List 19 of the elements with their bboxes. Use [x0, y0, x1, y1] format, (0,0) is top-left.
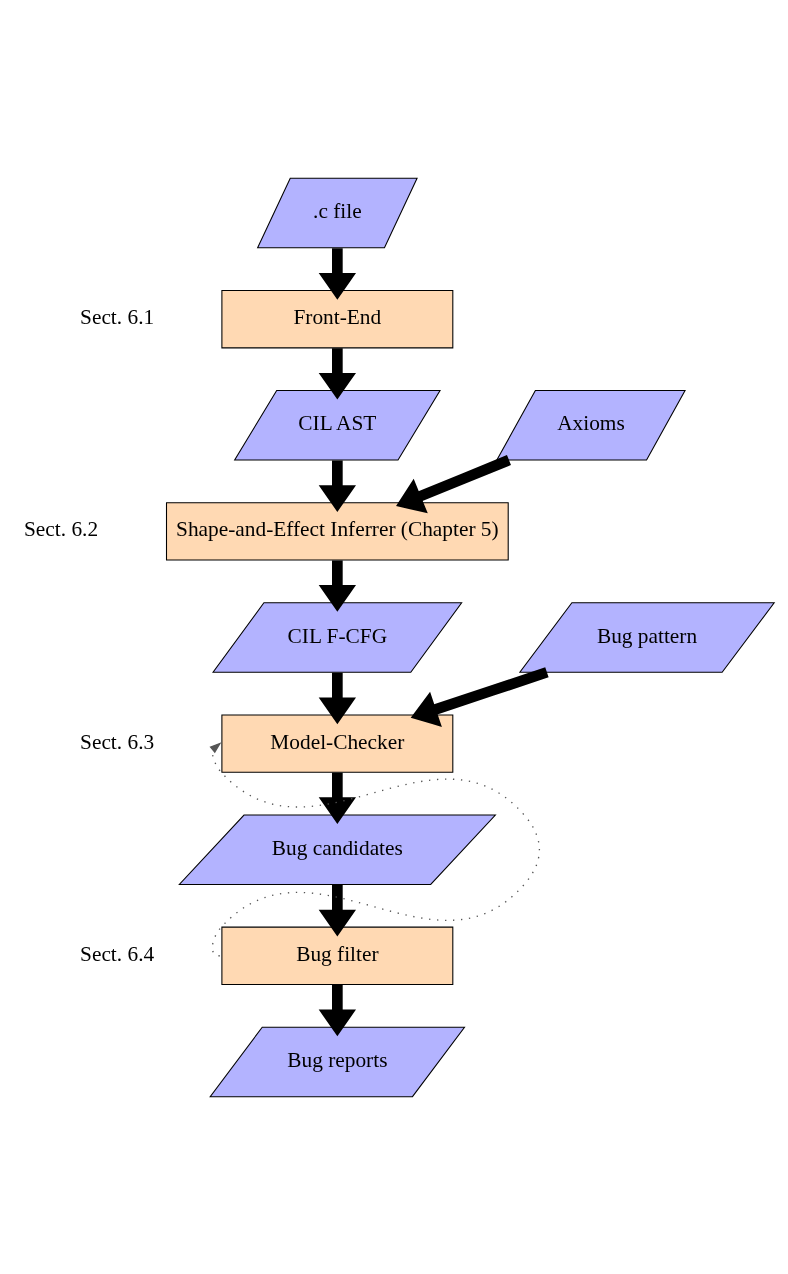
arrow	[318, 772, 356, 824]
arrow	[318, 559, 356, 612]
node-box: Model-Checker	[221, 713, 454, 773]
arrow	[410, 666, 549, 727]
arrow	[318, 347, 356, 400]
node-label: Sect. 6.4	[80, 941, 155, 966]
arrow	[318, 672, 356, 724]
node-box: Bug filter	[221, 926, 454, 985]
arrow	[318, 247, 356, 300]
arrow	[318, 460, 356, 512]
arrow	[318, 884, 356, 936]
arrow	[396, 454, 511, 513]
arrow	[318, 984, 356, 1036]
node-label: Sect. 6.1	[80, 304, 155, 329]
node-label: Sect. 6.3	[80, 729, 155, 754]
node-box: Front-End	[221, 289, 454, 348]
arrow	[209, 741, 541, 956]
node-label: Sect. 6.2	[24, 516, 99, 541]
node-box: Shape-and-Effect Inferrer (Chapter 5)	[165, 501, 509, 561]
